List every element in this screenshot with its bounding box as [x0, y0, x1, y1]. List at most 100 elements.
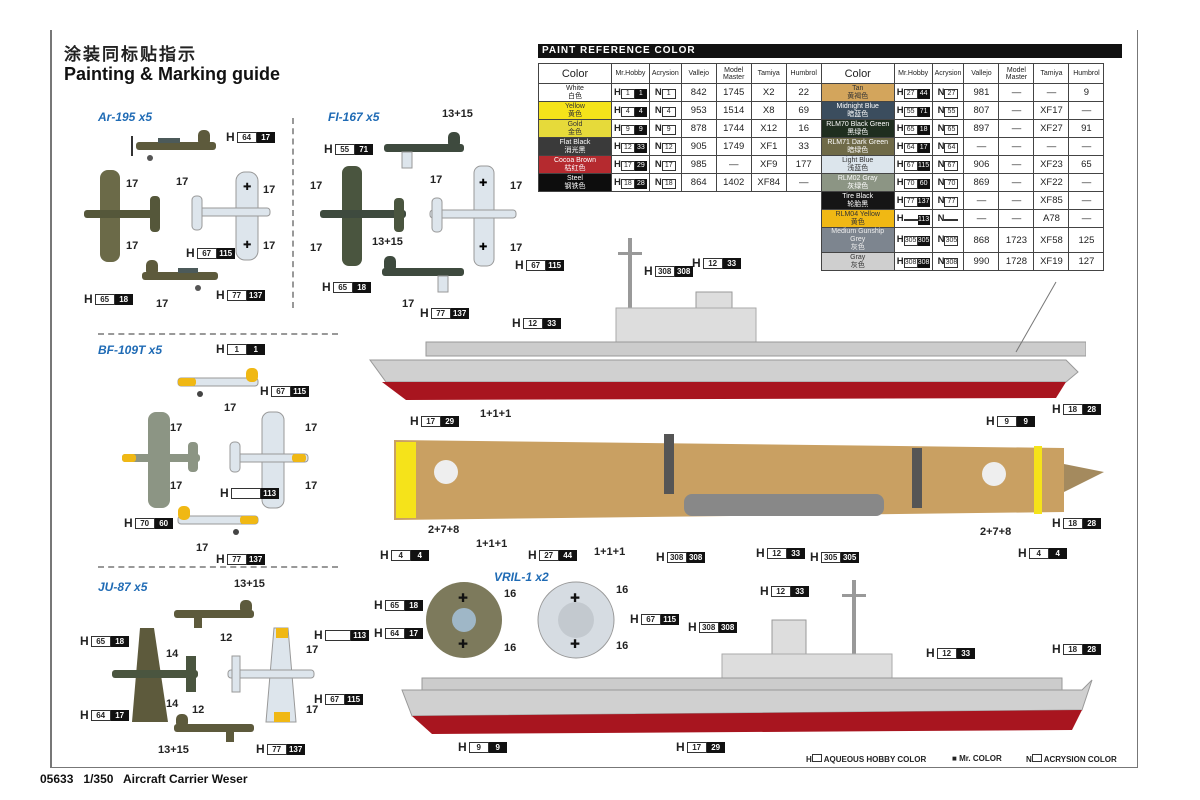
mm-code: — [715, 155, 752, 174]
decal-number: 17 [510, 242, 523, 254]
legend-aqueous: H AQUEOUS HOBBY COLOR [806, 754, 927, 764]
ship-side-view-port [401, 580, 1093, 734]
mm-code: 1514 [715, 101, 752, 120]
acrysion-code: N308 [931, 252, 965, 271]
legend-acrysion: N ACRYSION COLOR [1026, 754, 1117, 764]
svg-text:✚: ✚ [570, 591, 580, 605]
fi167-bottom-view: ✚✚ [429, 165, 517, 267]
decal-number: 14 [166, 648, 179, 660]
column-header: Acrysion [648, 63, 682, 84]
tamiya-code: XF9 [750, 155, 787, 174]
column-header: Tamiya [750, 63, 787, 84]
decal-number: 12 [192, 704, 205, 716]
mm-code: 1749 [715, 137, 752, 156]
fi167-top-view [320, 166, 406, 266]
decal-number: 1+1+1 [480, 408, 512, 420]
column-header: Color [820, 63, 895, 84]
vallejo-code: 953 [680, 101, 717, 120]
decal-number: 17 [126, 240, 139, 252]
humbrol-code: 65 [1068, 155, 1105, 174]
bf109-side-view [177, 368, 259, 397]
tamiya-code: XF27 [1033, 119, 1070, 138]
decal-number: 17 [310, 242, 323, 254]
acrysion-code: N305 [931, 227, 965, 253]
decal-number: 17 [156, 298, 169, 310]
svg-text:✚: ✚ [570, 637, 580, 651]
decal-number: 2+7+8 [980, 526, 1012, 538]
decal-number: 17 [305, 480, 318, 492]
tamiya-code: — [1033, 83, 1070, 102]
title-chinese: 涂装同标贴指示 [64, 45, 197, 65]
decal-number: 13+15 [372, 236, 403, 248]
humbrol-code: 22 [785, 83, 822, 102]
column-header: Humbrol [785, 63, 822, 84]
svg-text:✚: ✚ [243, 240, 251, 251]
vallejo-code: 985 [680, 155, 717, 174]
decal-number: 2+7+8 [428, 524, 460, 536]
tamiya-code: XF85 [1033, 191, 1070, 210]
bf109-side-view-2 [177, 506, 259, 535]
mm-code: — [998, 173, 1035, 192]
vallejo-code: 864 [680, 173, 717, 192]
decal-number: 16 [616, 640, 629, 652]
vallejo-code: — [963, 191, 1000, 210]
decal-number: 17 [224, 402, 237, 414]
ar195-top-view [84, 170, 160, 262]
humbrol-code: 127 [1068, 252, 1105, 271]
column-header: Tamiya [1033, 63, 1070, 84]
humbrol-code: 9 [1068, 83, 1105, 102]
column-header: Color [538, 63, 612, 84]
mr-hobby-code: H308308 [893, 252, 933, 271]
tamiya-code: X12 [750, 119, 787, 138]
svg-text:✚: ✚ [458, 591, 468, 605]
humbrol-code: 69 [785, 101, 822, 120]
svg-text:✚: ✚ [458, 637, 468, 651]
column-header: Model Master [998, 63, 1035, 84]
decal-number: 13+15 [442, 108, 473, 120]
vallejo-code: 905 [680, 137, 717, 156]
mm-code: 1745 [715, 83, 752, 102]
column-header: Model Master [715, 63, 752, 84]
ju87-bottom-view [227, 627, 315, 723]
page-frame [50, 30, 1138, 768]
decal-number: 13+15 [234, 578, 265, 590]
bf109-bottom-view [229, 411, 309, 509]
decal-number: 17 [176, 176, 189, 188]
decal-number: 17 [305, 422, 318, 434]
decal-number: 12 [220, 632, 233, 644]
decal-number: 17 [263, 240, 276, 252]
